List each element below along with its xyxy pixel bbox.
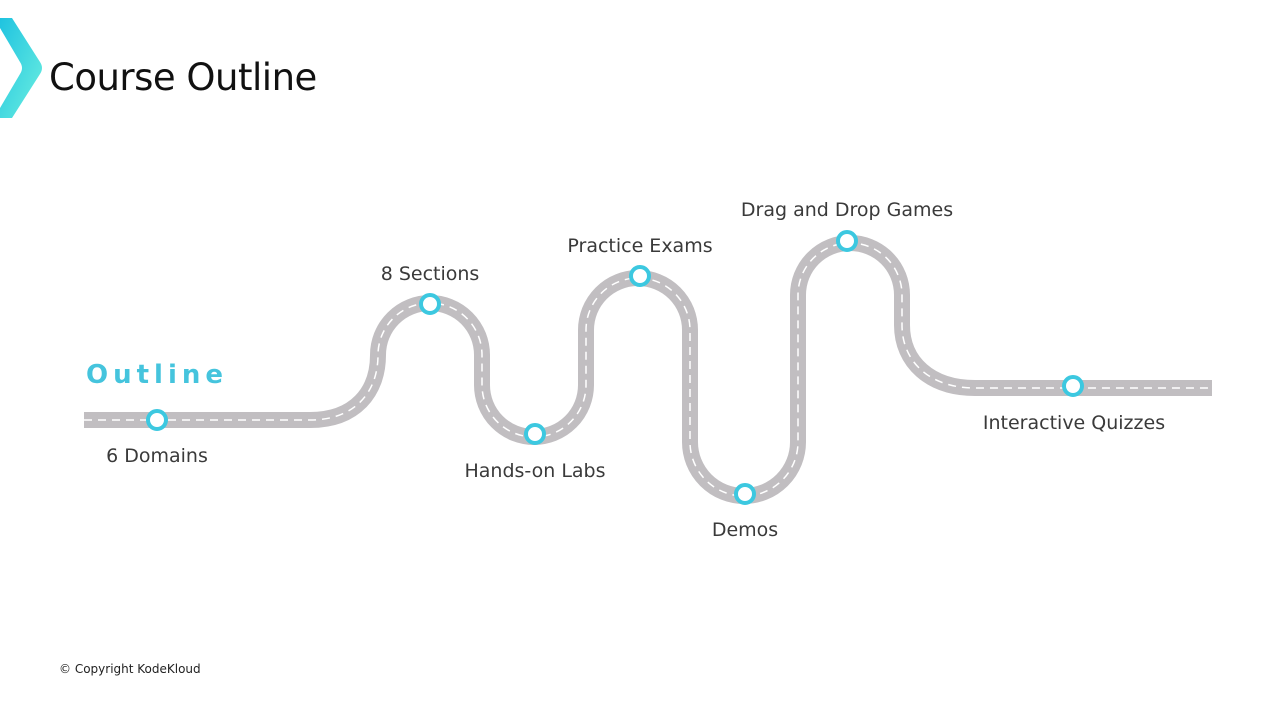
milestone-marker: [419, 293, 441, 315]
copyright: © Copyright KodeKloud: [59, 662, 201, 676]
milestone-marker: [836, 230, 858, 252]
milestone-marker: [146, 409, 168, 431]
milestone-label: 8 Sections: [380, 263, 480, 285]
milestone-label: Drag and Drop Games: [740, 199, 954, 221]
milestone-label: Demos: [711, 519, 779, 541]
milestone-label: Hands-on Labs: [464, 460, 606, 482]
milestone-marker: [1062, 375, 1084, 397]
page-title: Course Outline: [49, 56, 317, 99]
milestone-marker: [524, 423, 546, 445]
milestone-marker: [629, 265, 651, 287]
section-label: Outline: [86, 360, 229, 390]
milestone-marker: [734, 483, 756, 505]
milestone-label: 6 Domains: [106, 445, 208, 467]
milestone-label: Practice Exams: [567, 235, 713, 257]
kodekloud-logo-icon: [0, 18, 42, 118]
milestone-label: Interactive Quizzes: [982, 412, 1166, 434]
